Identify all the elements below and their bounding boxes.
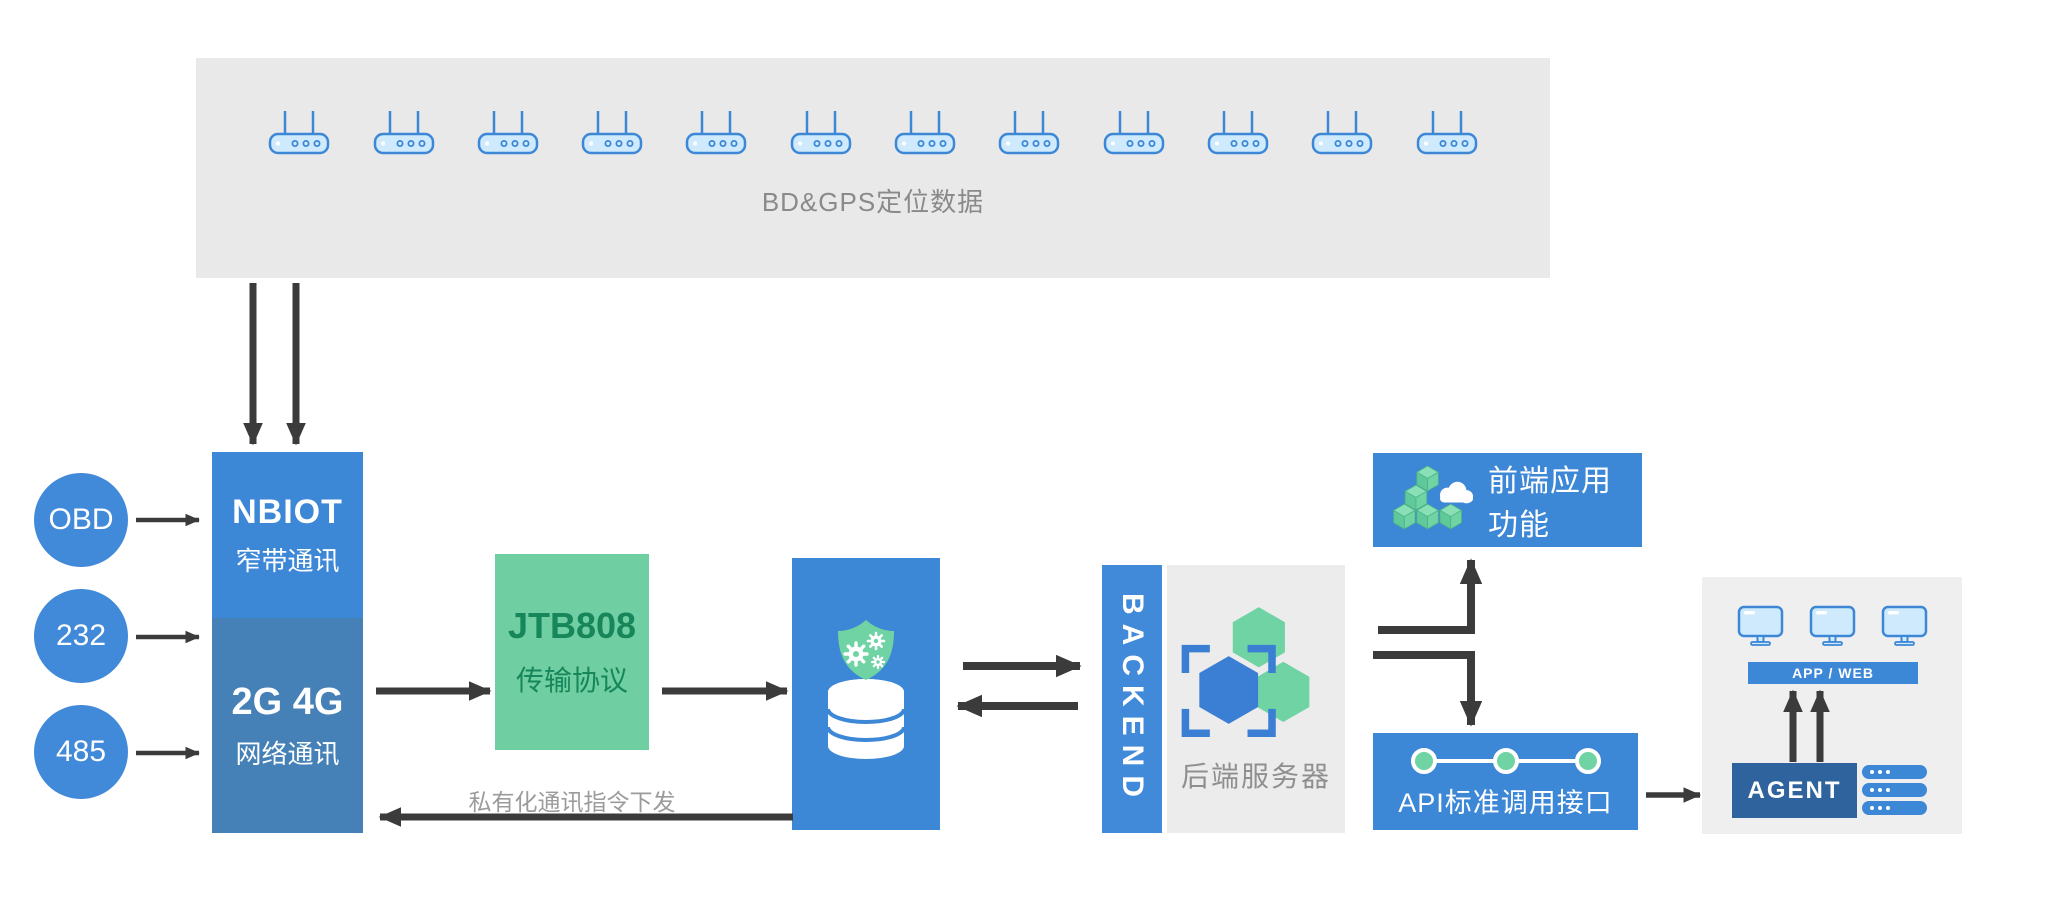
- server-led-dot: [1878, 806, 1882, 810]
- backend-server-box: 后端服务器: [1167, 565, 1345, 833]
- monitor-icon: [1881, 605, 1927, 646]
- input-node-485: 485: [34, 705, 128, 799]
- input-column: OBD 232 485: [34, 473, 128, 799]
- server-bar-icon: [1862, 783, 1927, 797]
- gps-data-label: BD&GPS定位数据: [761, 187, 985, 217]
- app-web-bar: APP / WEB: [1748, 662, 1918, 684]
- timeline-nodes-icon: [1410, 748, 1601, 774]
- backend-server-label: 后端服务器: [1180, 761, 1331, 792]
- server-led-dot: [1886, 788, 1890, 792]
- router-icon: [269, 111, 330, 155]
- router-icon: [1312, 111, 1373, 155]
- server-led-dot: [1878, 770, 1882, 774]
- protocol-subtitle: 传输协议: [515, 665, 628, 696]
- network-title: 2G 4G: [231, 680, 344, 723]
- client-panel: APP / WEB AGENT: [1702, 577, 1962, 834]
- input-node-232: 232: [34, 589, 128, 683]
- router-icon: [894, 111, 956, 155]
- api-label: API标准调用接口: [1398, 788, 1613, 818]
- downlink-label: 私有化通讯指令下发: [468, 789, 676, 815]
- device-row: [196, 58, 1550, 156]
- frontend-box: 前端应用功能: [1373, 453, 1642, 547]
- server-led-dot: [1886, 770, 1890, 774]
- server-bar-icon: [1862, 765, 1927, 779]
- cubes-cloud-icon: [1393, 465, 1474, 530]
- arrow-backend-to-api: [1373, 651, 1483, 727]
- server-led-dot: [1870, 788, 1874, 792]
- router-icon: [581, 111, 643, 155]
- nbiot-subtitle: 窄带通讯: [235, 545, 340, 576]
- router-icon: [999, 111, 1060, 155]
- backend-strip: BACKEND: [1102, 565, 1162, 833]
- nbiot-section: NBIOT 窄带通讯: [212, 452, 363, 618]
- api-box: API标准调用接口: [1373, 733, 1638, 830]
- router-icon: [373, 111, 434, 155]
- hexagons-icon: [1181, 607, 1310, 738]
- protocol-box: JTB808 传输协议: [495, 554, 649, 750]
- router-icon: [477, 111, 539, 155]
- agent-box: AGENT: [1732, 763, 1857, 818]
- router-icon: [1416, 111, 1477, 155]
- server-stack: [1862, 765, 1927, 815]
- gateway-box: NBIOT 窄带通讯 2G 4G 网络通讯: [212, 452, 363, 833]
- input-node-obd: OBD: [34, 473, 128, 567]
- server-led-dot: [1878, 788, 1882, 792]
- server-bar-icon: [1862, 801, 1927, 815]
- router-icon: [686, 111, 747, 155]
- frontend-label: 前端应用功能: [1488, 465, 1613, 542]
- monitor-row: [1702, 605, 1962, 647]
- router-icon: [790, 111, 852, 155]
- monitor-icon: [1809, 605, 1855, 646]
- router-icon: [1207, 111, 1269, 155]
- arrow-backend-to-frontend: [1378, 558, 1483, 634]
- monitor-icon: [1737, 605, 1783, 646]
- protocol-title: JTB808: [507, 605, 637, 646]
- server-led-dot: [1886, 806, 1890, 810]
- nbiot-title: NBIOT: [232, 492, 343, 531]
- router-icon: [1103, 111, 1164, 155]
- network-section: 2G 4G 网络通讯: [212, 618, 363, 833]
- secure-database-icon: [826, 620, 906, 759]
- network-subtitle: 网络通讯: [235, 738, 340, 769]
- server-led-dot: [1870, 770, 1874, 774]
- gps-data-panel: BD&GPS定位数据: [196, 58, 1550, 278]
- server-led-dot: [1870, 806, 1874, 810]
- secure-database-box: [792, 558, 940, 830]
